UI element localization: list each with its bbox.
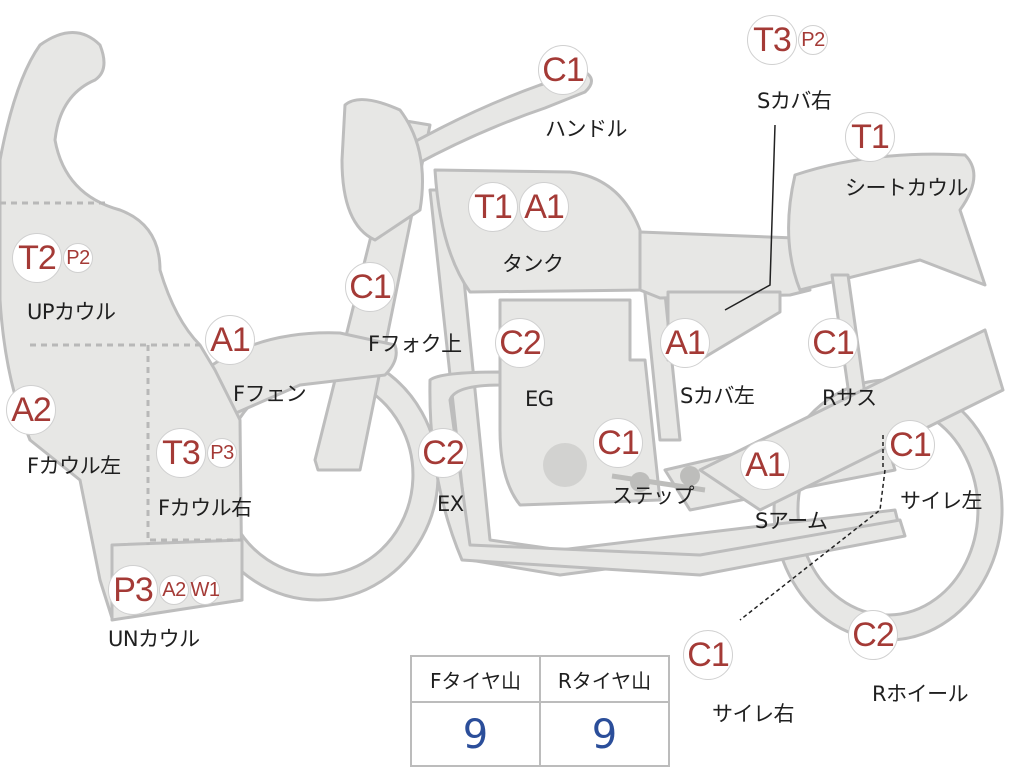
code-handle-1: C1 [538, 45, 588, 95]
badge-silencer-left: C1 [885, 420, 935, 470]
badge-front-fender: A1 [205, 315, 255, 365]
label-under-cowl: UNカウル [108, 627, 200, 651]
code-seat-cowl-1: T1 [845, 112, 895, 162]
badge-up-cowl: T2 P2 [12, 233, 93, 283]
label-silencer-right: サイレ右 [712, 702, 795, 726]
code-tank-1: T1 [468, 182, 518, 232]
badge-handle: C1 [538, 45, 588, 95]
label-swing-arm: Sアーム [755, 509, 828, 533]
badge-rear-suspension: C1 [808, 318, 858, 368]
tire-tread-table: Fタイヤ山 Rタイヤ山 9 9 [410, 655, 670, 767]
code-step-1: C1 [593, 418, 643, 468]
engine-case-circle [543, 443, 587, 487]
code-swing-arm-1: A1 [740, 440, 790, 490]
code-tank-2: A1 [519, 182, 569, 232]
badge-under-cowl: P3 A2 W1 [108, 565, 220, 615]
step-bar [611, 473, 706, 493]
tire-table-header-rear: Rタイヤ山 [539, 657, 668, 701]
label-front-fork-upper: Fフォク上 [368, 332, 462, 356]
handlebar-shape [398, 70, 593, 167]
code-rear-suspension-1: C1 [808, 318, 858, 368]
badge-front-cowl-left: A2 [6, 385, 56, 435]
leader-line-side-cover-right [724, 124, 776, 311]
badge-front-fork-upper: C1 [345, 262, 395, 312]
badge-swing-arm: A1 [740, 440, 790, 490]
label-front-cowl-right: Fカウル右 [158, 496, 252, 520]
code-exhaust-1: C2 [418, 428, 468, 478]
label-engine: EG [525, 387, 554, 411]
label-seat-cowl: シートカウル [845, 176, 969, 200]
code-front-fender-1: A1 [205, 315, 255, 365]
label-front-fender: Fフェン [233, 382, 307, 406]
code-rear-wheel-1: C2 [848, 610, 898, 660]
code-under-cowl-2: A2 [159, 575, 189, 605]
label-up-cowl: UPカウル [27, 300, 116, 324]
code-silencer-left-1: C1 [885, 420, 935, 470]
label-step: ステップ [612, 484, 695, 508]
frame-shape [428, 188, 902, 577]
badge-tank: T1 A1 [468, 182, 569, 232]
tire-table-header-front: Fタイヤ山 [430, 668, 521, 693]
code-under-cowl-3: W1 [190, 575, 220, 605]
label-side-cover-right: Sカバ右 [757, 89, 832, 113]
label-handle: ハンドル [545, 117, 628, 141]
headlight-shape [340, 98, 424, 242]
label-front-cowl-left: Fカウル左 [27, 454, 121, 478]
code-silencer-right-1: C1 [683, 630, 733, 680]
code-front-cowl-left-1: A2 [6, 385, 56, 435]
code-under-cowl-1: P3 [108, 565, 158, 615]
badge-exhaust: C2 [418, 428, 468, 478]
badge-front-cowl-right: T3 P3 [156, 428, 237, 478]
label-tank: タンク [502, 252, 564, 276]
code-side-cover-left-1: A1 [660, 318, 710, 368]
badge-step: C1 [593, 418, 643, 468]
code-front-cowl-right-2: P3 [207, 438, 237, 468]
code-front-cowl-right-1: T3 [156, 428, 206, 478]
tire-table-header-row: Fタイヤ山 Rタイヤ山 [412, 657, 668, 703]
label-side-cover-left: Sカバ左 [680, 384, 755, 408]
tire-table-value-front: 9 [462, 712, 489, 758]
code-side-cover-right-2: P2 [798, 25, 828, 55]
code-front-fork-upper-1: C1 [345, 262, 395, 312]
code-side-cover-right-1: T3 [747, 15, 797, 65]
seat-shape [638, 230, 812, 300]
step-peg-right [680, 466, 700, 486]
badge-seat-cowl: T1 [845, 112, 895, 162]
badge-side-cover-right: T3 P2 [747, 15, 828, 65]
label-rear-suspension: Rサス [822, 386, 877, 410]
label-exhaust: EX [437, 492, 464, 516]
badge-silencer-right: C1 [683, 630, 733, 680]
tire-table-value-rear: 9 [539, 703, 668, 767]
label-rear-wheel: Rホイール [872, 682, 969, 706]
badge-side-cover-left: A1 [660, 318, 710, 368]
tire-table-value-row: 9 9 [412, 703, 668, 767]
code-up-cowl-1: T2 [12, 233, 62, 283]
label-silencer-left: サイレ左 [900, 489, 983, 513]
code-engine-1: C2 [495, 318, 545, 368]
badge-rear-wheel: C2 [848, 610, 898, 660]
badge-engine: C2 [495, 318, 545, 368]
code-up-cowl-2: P2 [63, 243, 93, 273]
